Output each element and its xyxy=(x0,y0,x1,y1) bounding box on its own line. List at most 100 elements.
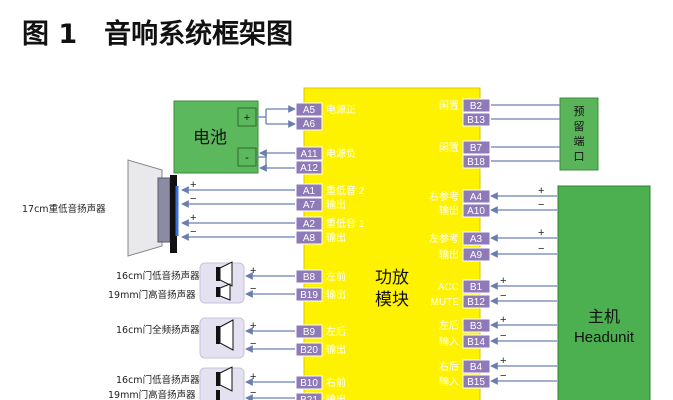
pin-label: 左后 xyxy=(439,319,459,332)
pin-label: 输出 xyxy=(326,231,346,244)
left-pin-a7: A7 输出 xyxy=(295,197,346,212)
pin-id: B14 xyxy=(467,337,485,348)
pin-id: B19 xyxy=(300,290,318,301)
sub-sign-3: − xyxy=(190,226,196,238)
ref-sign-2: + xyxy=(538,227,544,239)
pin-id: B7 xyxy=(470,143,483,154)
left-pin-b8: B8 左前 xyxy=(295,269,346,284)
in-sign-5: − xyxy=(500,370,506,382)
ref-sign-3: − xyxy=(538,243,544,255)
left-pin-b9: B9 左后 xyxy=(295,324,346,339)
pin-id: B21 xyxy=(300,395,318,400)
pin-id: A7 xyxy=(303,200,316,211)
left-pin-a6: A6 xyxy=(295,116,323,131)
pin-label: 重低音 2 xyxy=(326,184,365,197)
sub-sign-2: + xyxy=(190,212,196,224)
right-pin-a10: A10 输出 xyxy=(439,203,491,218)
pin-id: A8 xyxy=(303,233,316,244)
pin-label: 输入 xyxy=(439,335,459,348)
reserved-port-line4: 口 xyxy=(574,151,585,163)
left-pin-a1: A1 重低音 2 xyxy=(295,183,365,198)
speaker-rear-left-icon xyxy=(199,317,245,359)
battery-label: 电池 xyxy=(193,128,227,148)
pin-id: B18 xyxy=(467,157,485,168)
pin-id: B13 xyxy=(467,115,485,126)
right-pin-b18: B18 xyxy=(462,154,491,169)
in-sign-2: + xyxy=(500,314,506,326)
pin-id: A1 xyxy=(303,186,316,197)
pin-id: B15 xyxy=(467,377,485,388)
pin-id: B1 xyxy=(470,282,483,293)
pin-label: 右后 xyxy=(439,360,459,373)
pin-label: 电源正 xyxy=(326,103,356,116)
right-pin-b13: B13 xyxy=(462,112,491,127)
pin-id: B12 xyxy=(467,297,485,308)
pin-label: 左参考 xyxy=(429,232,459,245)
right-pin-a9: A9 输出 xyxy=(439,247,491,262)
pin-id: B4 xyxy=(470,362,483,373)
rear-left-full-label: 16cm门全频扬声器 xyxy=(116,324,200,336)
sub-sign-1: − xyxy=(190,193,196,205)
pin-label: 闲置 xyxy=(439,141,459,154)
pin-label: 输出 xyxy=(326,343,346,356)
pin-label: 左后 xyxy=(326,325,346,338)
right-pin-b15: B15 输入 xyxy=(439,374,491,389)
spk-sign-0-0: + xyxy=(250,265,256,277)
reserved-port-line2: 留 xyxy=(574,120,585,133)
ref-sign-0: + xyxy=(538,185,544,197)
reserved-port-line3: 端 xyxy=(574,135,585,148)
pin-id: A12 xyxy=(300,163,318,174)
pin-id: A5 xyxy=(303,105,316,116)
pin-id: A9 xyxy=(470,250,483,261)
subwoofer-label: 17cm重低音扬声器 xyxy=(22,203,106,215)
speaker-front-left-icon xyxy=(199,261,245,304)
pin-id: B3 xyxy=(470,321,483,332)
front-right-woofer-label: 16cm门低音扬声器 xyxy=(116,374,200,386)
left-pin-b20: B20 输出 xyxy=(295,342,346,357)
in-sign-0: + xyxy=(500,275,506,287)
head-unit-line2: Headunit xyxy=(574,329,635,346)
pin-label: 输出 xyxy=(326,198,346,211)
spk-sign-0-1: − xyxy=(250,283,256,295)
pin-id: B9 xyxy=(303,327,316,338)
left-pin-a5: A5 电源正 xyxy=(295,102,356,117)
subwoofer-icon xyxy=(127,159,179,257)
spk-sign-1-1: − xyxy=(250,338,256,350)
pin-label: 输出 xyxy=(439,204,459,217)
right-pin-b7: B7 闲置 xyxy=(439,140,491,155)
left-pin-a11: A11 电源负 xyxy=(295,146,356,161)
amplifier-label-line2: 模块 xyxy=(375,290,409,310)
pin-label: 左前 xyxy=(326,270,346,283)
speaker-front-right-icon xyxy=(199,366,245,400)
pin-id: B10 xyxy=(300,378,318,389)
battery-plus-sign: + xyxy=(244,112,250,124)
head-unit-line1: 主机 xyxy=(588,307,620,326)
pin-label: 输出 xyxy=(439,248,459,261)
front-left-woofer-label: 16cm门低音扬声器 xyxy=(116,270,200,282)
spk-sign-2-1: − xyxy=(250,387,256,399)
pin-id: A10 xyxy=(467,206,485,217)
pin-id: B20 xyxy=(300,345,318,356)
amplifier-label-line1: 功放 xyxy=(375,268,409,288)
left-pin-a12: A12 xyxy=(295,160,323,175)
pin-label: 右前 xyxy=(326,376,346,389)
pin-id: B8 xyxy=(303,272,316,283)
pin-label: 输入 xyxy=(439,375,459,388)
pin-label: 电源负 xyxy=(326,147,356,160)
reserved-port-box xyxy=(559,97,599,171)
pin-id: A6 xyxy=(303,119,316,130)
wires-group: +−+−+−+−+−+−+−+−+−+− xyxy=(181,104,560,400)
spk-sign-2-0: + xyxy=(250,371,256,383)
pin-label: 输出 xyxy=(326,393,346,400)
pin-id: A11 xyxy=(300,149,317,160)
pin-id: A4 xyxy=(470,192,483,203)
left-pin-b10: B10 右前 xyxy=(295,375,346,390)
